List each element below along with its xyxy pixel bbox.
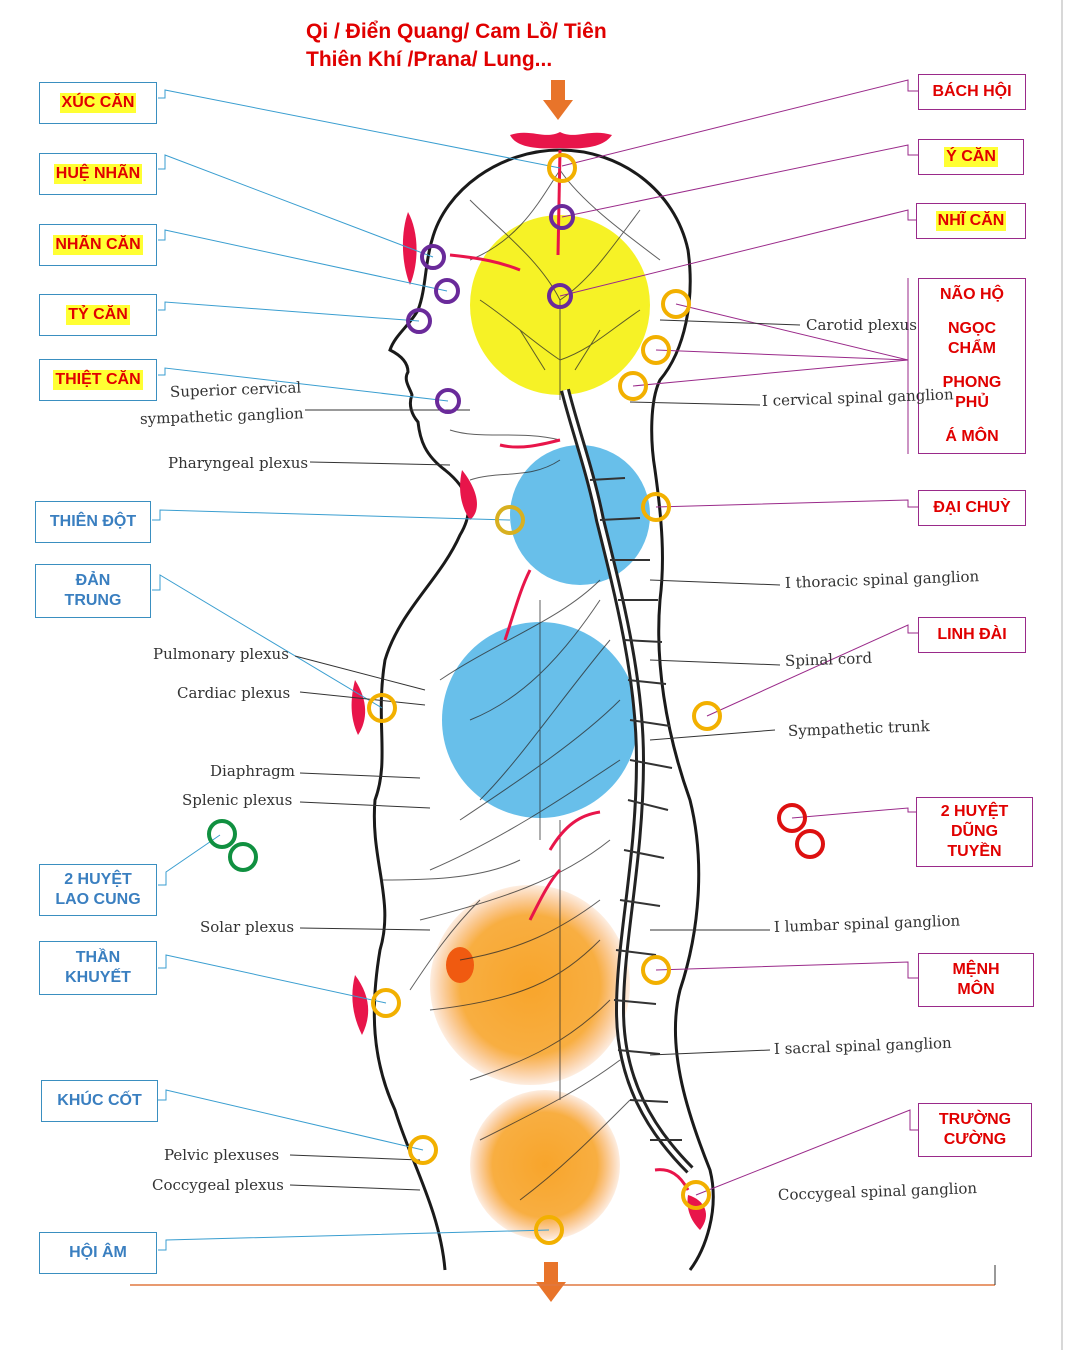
label-hoi-am: HỘI ÂM bbox=[39, 1232, 157, 1274]
point-ty-can bbox=[406, 308, 432, 334]
anat-coccygeal-plexus: Coccygeal plexus bbox=[152, 1176, 284, 1194]
sacral-chakra bbox=[470, 1090, 620, 1240]
label-thiet-can: THIỆT CĂN bbox=[39, 359, 157, 401]
label-dai-chuy: ĐẠI CHUỲ bbox=[918, 490, 1026, 526]
solar-plexus-chakra bbox=[430, 885, 630, 1085]
point-lao-cung-2 bbox=[228, 842, 258, 872]
label-ngoc-cham-2: CHẨM bbox=[948, 340, 996, 357]
anat-pulmonary-plexus: Pulmonary plexus bbox=[153, 645, 289, 663]
point-truong-cuong bbox=[681, 1180, 711, 1210]
left-leader-lines bbox=[152, 89, 561, 1251]
label-phong-phu-1: PHONG bbox=[942, 374, 1002, 391]
throat-chakra bbox=[510, 445, 650, 585]
anat-spinal-cord: Spinal cord bbox=[784, 648, 873, 670]
label-truong-cuong: TRƯỜNG CƯỜNG bbox=[918, 1103, 1032, 1157]
point-dai-chuy bbox=[641, 492, 671, 522]
flow-arrows bbox=[536, 80, 573, 1302]
energy-title: Qi / Điển Quang/ Cam Lồ/ Tiên Thiên Khí … bbox=[306, 18, 686, 74]
right-leader-lines bbox=[559, 79, 918, 1196]
arrow-down-bottom bbox=[536, 1262, 566, 1302]
label-khuc-cot: KHÚC CỐT bbox=[41, 1080, 158, 1122]
point-dung-tuyen-2 bbox=[795, 829, 825, 859]
point-than-khuyet bbox=[371, 988, 401, 1018]
point-khuc-cot bbox=[408, 1135, 438, 1165]
label-y-can: Ý CĂN bbox=[918, 139, 1024, 175]
point-dung-tuyen-1 bbox=[777, 803, 807, 833]
arrow-down-top bbox=[543, 80, 573, 120]
point-thiet-can bbox=[435, 388, 461, 414]
label-ngoc-cham-1: NGỌC bbox=[948, 320, 996, 337]
point-dan-trung bbox=[367, 693, 397, 723]
label-thien-dot: THIÊN ĐỘT bbox=[35, 501, 151, 543]
label-nhan-can: NHÃN CĂN bbox=[39, 224, 157, 266]
label-hue-nhan: HUỆ NHÃN bbox=[39, 153, 157, 195]
anat-carotid-plexus: Carotid plexus bbox=[806, 316, 917, 334]
acupoints bbox=[207, 153, 825, 1245]
anat-pelvic-plexuses: Pelvic plexuses bbox=[164, 1146, 280, 1164]
label-ty-can: TỶ CĂN bbox=[39, 294, 157, 336]
label-dung-tuyen: 2 HUYỆT DŨNG TUYỀN bbox=[916, 797, 1033, 867]
point-menh-mon bbox=[641, 955, 671, 985]
label-bach-hoi: BÁCH HỘI bbox=[918, 74, 1026, 110]
label-group-nao-ho: NÃO HỘ NGỌC CHẨM PHONG PHỦ Á MÔN bbox=[918, 278, 1026, 454]
anat-pharyngeal-plexus: Pharyngeal plexus bbox=[168, 454, 309, 472]
point-linh-dai bbox=[692, 701, 722, 731]
label-dan-trung: ĐẢN TRUNG bbox=[35, 564, 151, 618]
label-phong-phu-2: PHỦ bbox=[955, 394, 989, 411]
title-line-2: Thiên Khí /Prana/ Lung... bbox=[306, 48, 553, 71]
point-phong-phu bbox=[618, 371, 648, 401]
point-thien-dot bbox=[495, 505, 525, 535]
point-bach-hoi bbox=[547, 153, 577, 183]
label-lao-cung: 2 HUYỆT LAO CUNG bbox=[39, 864, 157, 916]
label-xuc-can: XÚC CĂN bbox=[39, 82, 157, 124]
label-than-khuyet: THẦN KHUYẾT bbox=[39, 941, 157, 995]
title-line-1: Qi / Điển Quang/ Cam Lồ/ Tiên bbox=[306, 20, 607, 43]
label-nao-ho: NÃO HỘ bbox=[940, 286, 1004, 303]
label-nhi-can: NHĨ CĂN bbox=[916, 203, 1026, 239]
anat-solar-plexus: Solar plexus bbox=[200, 918, 295, 936]
point-hoi-am bbox=[534, 1215, 564, 1245]
label-linh-dai: LINH ĐÀI bbox=[918, 617, 1026, 653]
point-ngoc-cham bbox=[641, 335, 671, 365]
spinal-column bbox=[560, 388, 694, 1174]
point-lao-cung-1 bbox=[207, 819, 237, 849]
label-a-mon: Á MÔN bbox=[945, 428, 999, 445]
anat-cardiac-plexus: Cardiac plexus bbox=[177, 684, 291, 702]
anat-splenic-plexus: Splenic plexus bbox=[182, 791, 293, 809]
point-y-can bbox=[549, 204, 575, 230]
point-nhi-can bbox=[547, 283, 573, 309]
point-hue-nhan bbox=[420, 244, 446, 270]
label-menh-mon: MỆNH MÔN bbox=[918, 953, 1034, 1007]
navel-organ bbox=[446, 947, 474, 983]
anat-diaphragm: Diaphragm bbox=[210, 762, 295, 780]
point-nao-ho bbox=[661, 289, 691, 319]
point-nhan-can bbox=[434, 278, 460, 304]
